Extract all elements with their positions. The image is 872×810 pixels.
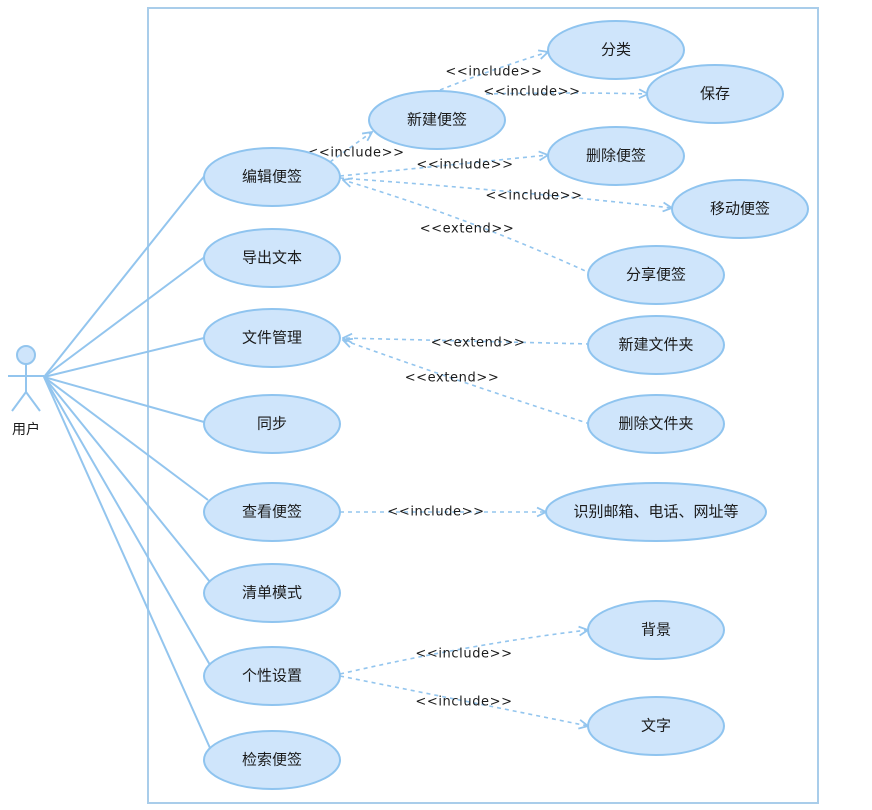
use-case-label: 分享便签: [626, 266, 686, 284]
use-case-label: 同步: [257, 415, 287, 433]
label-edit-delete: <<include>>: [416, 158, 513, 173]
label-personal-bg: <<include>>: [415, 647, 512, 662]
use-case-background[interactable]: 背景: [587, 600, 725, 660]
connector-newfolder-files: [343, 338, 591, 345]
use-case-new-note[interactable]: 新建便签: [368, 90, 506, 150]
use-case-label: 分类: [601, 41, 631, 59]
actor-head: [16, 345, 36, 365]
label-new-category: <<include>>: [445, 65, 542, 80]
dependency-connectors: [329, 52, 672, 726]
actor-leg-left: [11, 391, 27, 412]
use-case-label: 导出文本: [242, 249, 302, 267]
dependency-labels: <<include>> <<include>> <<include>> <<in…: [307, 65, 582, 710]
connector-edit-move: [339, 177, 672, 208]
association-sync: [43, 376, 205, 423]
association-view: [43, 376, 209, 501]
use-case-save[interactable]: 保存: [646, 64, 784, 124]
association-personal: [43, 376, 211, 666]
use-case-personalization[interactable]: 个性设置: [203, 646, 341, 706]
use-case-label: 删除文件夹: [618, 415, 693, 433]
use-case-label: 移动便签: [710, 200, 770, 218]
connector-share-edit: [343, 180, 593, 275]
label-edit-new: <<include>>: [307, 146, 404, 161]
label-new-save: <<include>>: [483, 85, 580, 100]
use-case-file-management[interactable]: 文件管理: [203, 308, 341, 368]
use-case-share-note[interactable]: 分享便签: [587, 245, 725, 305]
connector-delfolder-files: [343, 340, 591, 425]
use-case-label: 背景: [641, 621, 671, 639]
use-case-edit-note[interactable]: 编辑便签: [203, 147, 341, 207]
use-case-label: 编辑便签: [242, 168, 302, 186]
use-case-view-note[interactable]: 查看便签: [203, 482, 341, 542]
use-case-label: 文件管理: [242, 329, 302, 347]
actor-associations: [43, 173, 211, 749]
label-delfolder-files: <<extend>>: [405, 371, 500, 386]
connector-edit-delete: [339, 155, 548, 177]
connector-new-category: [439, 52, 548, 91]
label-personal-font: <<include>>: [415, 695, 512, 710]
connector-personal-font: [339, 675, 588, 726]
association-search: [43, 376, 211, 749]
use-case-label: 识别邮箱、电话、网址等: [573, 503, 738, 521]
actor-name: 用户: [12, 421, 40, 438]
association-edit: [43, 173, 207, 378]
use-case-label: 新建文件夹: [618, 336, 693, 354]
actor-user[interactable]: 用户: [8, 345, 44, 438]
label-newfolder-files: <<extend>>: [431, 336, 526, 351]
use-case-new-folder[interactable]: 新建文件夹: [587, 315, 725, 375]
connector-edit-new: [329, 132, 372, 163]
use-case-label: 删除便签: [586, 147, 646, 165]
use-case-label: 保存: [700, 85, 730, 103]
connector-personal-bg: [339, 630, 588, 675]
label-view-recognize: <<include>>: [387, 505, 484, 520]
use-case-sync[interactable]: 同步: [203, 394, 341, 454]
use-case-list-mode[interactable]: 清单模式: [203, 563, 341, 623]
label-edit-move: <<include>>: [485, 189, 582, 204]
label-share-edit: <<extend>>: [420, 222, 515, 237]
use-case-delete-note[interactable]: 删除便签: [547, 126, 685, 186]
association-files: [43, 337, 205, 378]
actor-leg-right: [25, 391, 41, 412]
use-case-label: 检索便签: [242, 751, 302, 769]
use-case-label: 个性设置: [242, 667, 302, 685]
connector-new-save: [485, 93, 648, 94]
association-list: [43, 376, 211, 583]
use-case-label: 查看便签: [242, 503, 302, 521]
use-case-delete-folder[interactable]: 删除文件夹: [587, 394, 725, 454]
use-case-search-note[interactable]: 检索便签: [203, 730, 341, 790]
association-export: [43, 255, 207, 378]
use-case-export-text[interactable]: 导出文本: [203, 228, 341, 288]
use-cases: 编辑便签 导出文本 文件管理 同步 查看便签 清单模式 个性设置 检索便签: [203, 20, 809, 790]
use-case-font[interactable]: 文字: [587, 696, 725, 756]
use-case-recognize-links[interactable]: 识别邮箱、电话、网址等: [545, 482, 767, 542]
use-case-label: 文字: [641, 717, 671, 735]
use-case-move-note[interactable]: 移动便签: [671, 179, 809, 239]
use-case-category[interactable]: 分类: [547, 20, 685, 80]
use-case-label: 新建便签: [407, 111, 467, 129]
use-case-label: 清单模式: [242, 584, 302, 602]
